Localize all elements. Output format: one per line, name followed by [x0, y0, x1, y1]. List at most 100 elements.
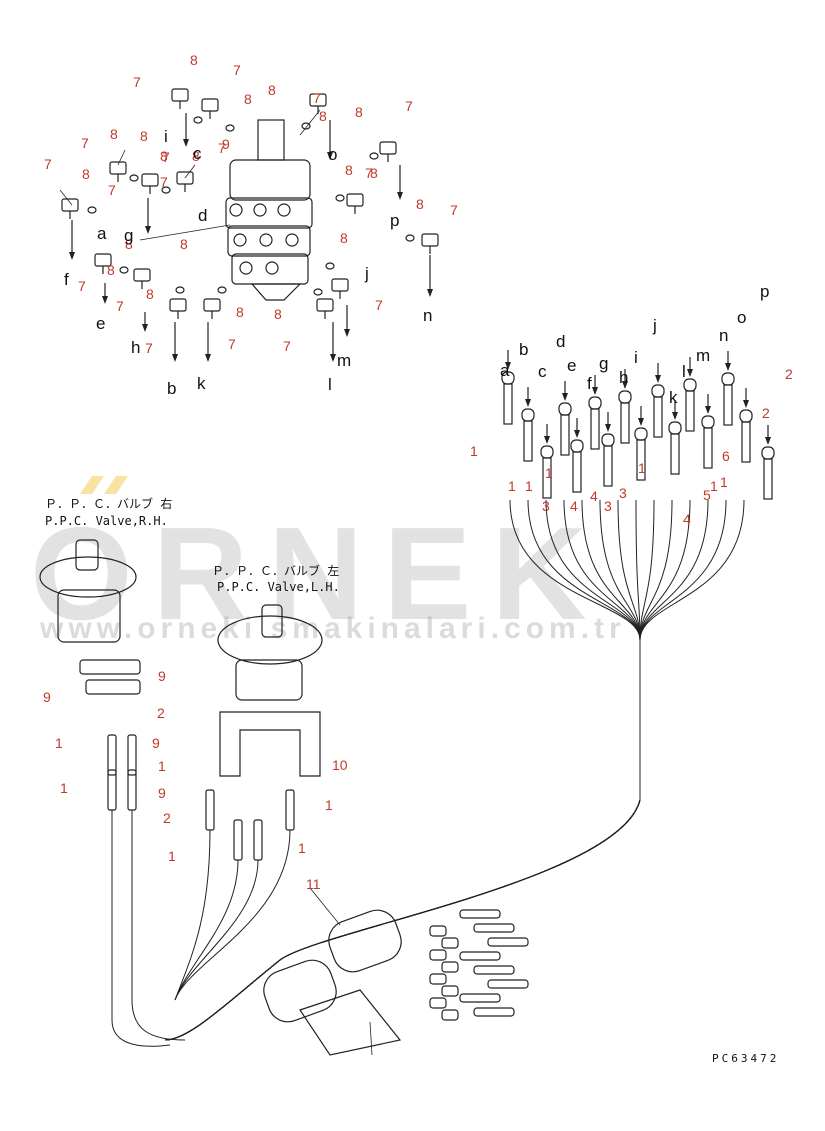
o-ring [335, 194, 345, 202]
port-hole [233, 233, 247, 247]
small-nipple [429, 997, 447, 1009]
valve-rh-title-jp: Ｐ．Ｐ．Ｃ．バルブ 右 [45, 497, 173, 511]
part-number-label: 1 [60, 780, 68, 796]
hose-head [618, 390, 632, 404]
hose-letter-label: f [587, 374, 592, 393]
o-ring [301, 122, 311, 130]
hose-fitting [542, 457, 552, 499]
hose-fitting-rh [127, 769, 137, 811]
o-ring [129, 174, 139, 182]
hose-fitting [523, 420, 533, 462]
hose-fitting [620, 402, 630, 444]
hose-letter-label: c [538, 362, 547, 381]
hose-fitting-rh [107, 734, 117, 776]
part-number-label: 8 [110, 126, 118, 142]
o-ring [369, 152, 379, 160]
arrow-head [592, 387, 598, 395]
hose-fitting-lh [205, 789, 215, 831]
watermark-url: www.orneki smakinalari.com.tr [40, 612, 626, 645]
small-hose-end [473, 1007, 515, 1017]
arrow-head [705, 406, 711, 414]
port-letter-label: h [131, 338, 141, 357]
small-nipple [429, 973, 447, 985]
part-number-label: 8 [146, 286, 154, 302]
part-number-label: 2 [163, 810, 171, 826]
valve-lh-bracket [219, 711, 321, 777]
part-number-label: 7 [133, 74, 141, 90]
drawing-code: PC63472 [712, 1052, 780, 1065]
arrow-head [622, 381, 628, 389]
hose-line-lh [174, 859, 239, 1001]
port-letter-label: b [167, 379, 177, 398]
part-number-label: 8 [125, 236, 133, 252]
port-hole [285, 233, 299, 247]
part-number-label: 3 [542, 498, 550, 514]
part-number-label: 8 [345, 162, 353, 178]
port-hole [253, 203, 267, 217]
part-number-label: 1 [525, 478, 533, 494]
port-hole [277, 203, 291, 217]
leader-line [184, 164, 196, 179]
o-ring [87, 206, 97, 214]
arrow-head [765, 437, 771, 445]
valve-lh-lever [261, 604, 283, 638]
swivel-joint-flange [250, 283, 302, 301]
valve-rh-lever [75, 539, 99, 571]
part-number-label: 6 [722, 448, 730, 464]
leader-line [139, 224, 231, 241]
swivel-joint-lower [227, 225, 311, 257]
hose-letter-label: l [682, 362, 686, 381]
arrow-head [145, 226, 151, 234]
arrow-head [427, 289, 433, 297]
hose-letter-label: d [556, 332, 566, 351]
arrow-head [525, 399, 531, 407]
part-number-label: 1 [298, 840, 306, 856]
part-number-label: 1 [508, 478, 516, 494]
elbow-fitting [316, 298, 334, 312]
elbow-fitting [331, 278, 349, 292]
leader-line [59, 189, 73, 206]
hose-line [164, 499, 745, 1041]
swivel-joint-top [229, 159, 311, 201]
elbow-fitting [201, 98, 219, 112]
arrow-head [142, 324, 148, 332]
hose-line-lh [174, 829, 291, 1001]
hose-fitting-lh [253, 819, 263, 861]
elbow-fitting [133, 268, 151, 282]
port-letter-label: o [328, 145, 338, 164]
part-number-label: 1 [545, 465, 553, 481]
part-number-label: 1 [325, 797, 333, 813]
part-number-label: 7 [108, 182, 116, 198]
part-number-label: 8 [370, 165, 378, 181]
hose-line-rh [131, 810, 186, 1041]
hose-fitting [636, 439, 646, 481]
small-nipple [441, 937, 459, 949]
part-number-label: 9 [158, 668, 166, 684]
part-number-label: 8 [160, 148, 168, 164]
small-hose-end [473, 923, 515, 933]
part-number-label: 2 [785, 366, 793, 382]
block-lower-rh [85, 679, 141, 695]
small-nipple [441, 985, 459, 997]
hose-fitting-rh [107, 769, 117, 811]
part-number-label: 9 [158, 785, 166, 801]
watermark-accent [80, 476, 104, 494]
arrow-head [397, 192, 403, 200]
part-number-label: 11 [306, 876, 321, 892]
hose-head [570, 439, 584, 453]
hose-head [540, 445, 554, 459]
arrow-head [505, 362, 511, 370]
elbow-fitting [141, 173, 159, 187]
hose-fitting [603, 445, 613, 487]
hose-letter-label: g [599, 354, 609, 373]
leader-line [369, 1021, 373, 1056]
part-number-label: 8 [319, 108, 327, 124]
arrow-head [544, 436, 550, 444]
swivel-joint-mid [225, 197, 313, 229]
part-number-label: 7 [450, 202, 458, 218]
hose-letter-label: n [719, 326, 729, 345]
hose-head [651, 384, 665, 398]
o-ring [313, 288, 323, 296]
part-number-label: 8 [355, 104, 363, 120]
